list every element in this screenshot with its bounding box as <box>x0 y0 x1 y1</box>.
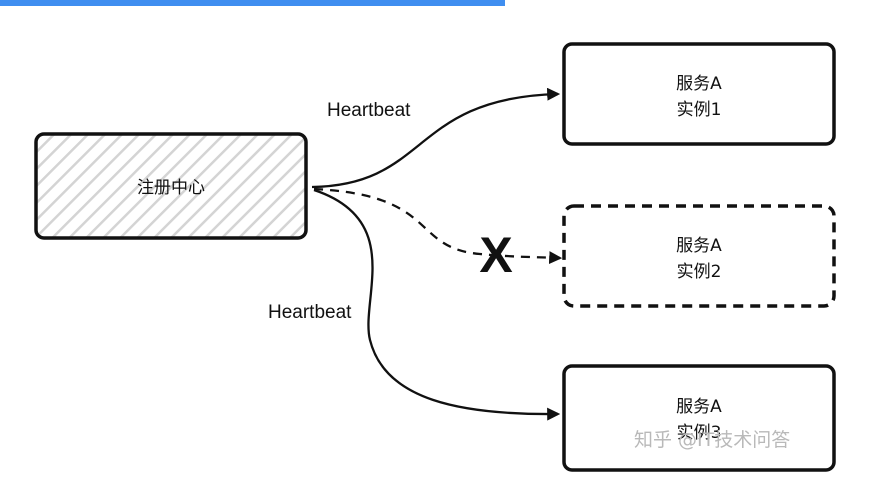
instance-node-3: 服务A 实例3 <box>562 364 836 472</box>
heartbeat-edge-1 <box>311 87 561 189</box>
heartbeat-edge-3 <box>313 188 561 421</box>
registry-node: 注册中心 <box>34 132 308 240</box>
instance-box-2 <box>562 204 836 308</box>
instance-box-3 <box>562 364 836 472</box>
failed-edge-2 <box>313 187 563 265</box>
failure-x-mark: X <box>479 227 512 283</box>
instance-node-2: 服务A 实例2 <box>562 204 836 308</box>
instance-id-2: 实例2 <box>677 262 722 282</box>
instance-id-3: 实例3 <box>677 423 722 443</box>
instance-id-1: 实例1 <box>677 100 722 120</box>
watermark: 知乎 @IT技术问答 <box>634 429 790 451</box>
registry-label: 注册中心 <box>137 178 205 198</box>
edge-label-1: Heartbeat <box>327 100 411 121</box>
instance-box-1 <box>562 42 836 146</box>
instance-name-3: 服务A <box>676 397 722 417</box>
registry-box <box>34 132 308 240</box>
instance-name-1: 服务A <box>676 74 722 94</box>
top-accent-bar <box>0 0 505 6</box>
instance-name-2: 服务A <box>676 236 722 256</box>
instance-node-1: 服务A 实例1 <box>562 42 836 146</box>
edge-label-3: Heartbeat <box>268 302 352 323</box>
